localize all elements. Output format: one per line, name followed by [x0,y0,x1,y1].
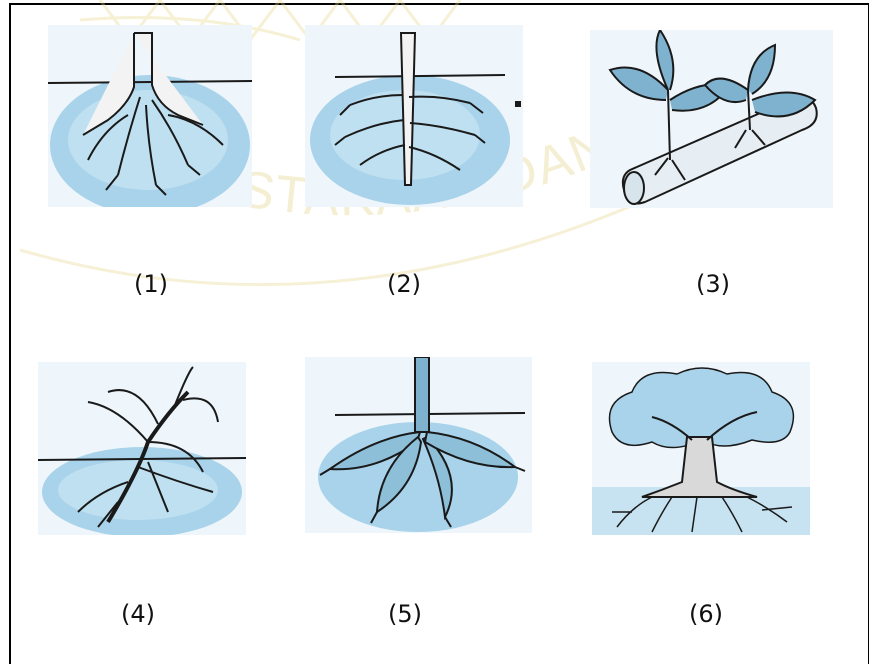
caption-6: (6) [689,600,723,628]
caption-1: (1) [134,270,168,298]
panel-1-illustration [48,25,252,207]
panel-3-illustration [590,30,833,208]
panel-6-illustration [592,362,810,535]
panel-5-illustration [305,357,532,533]
caption-3: (3) [696,270,730,298]
panel-2-illustration [305,25,523,207]
panel-4-illustration [38,362,246,535]
caption-5: (5) [388,600,422,628]
caption-4: (4) [121,600,155,628]
caption-2: (2) [387,270,421,298]
